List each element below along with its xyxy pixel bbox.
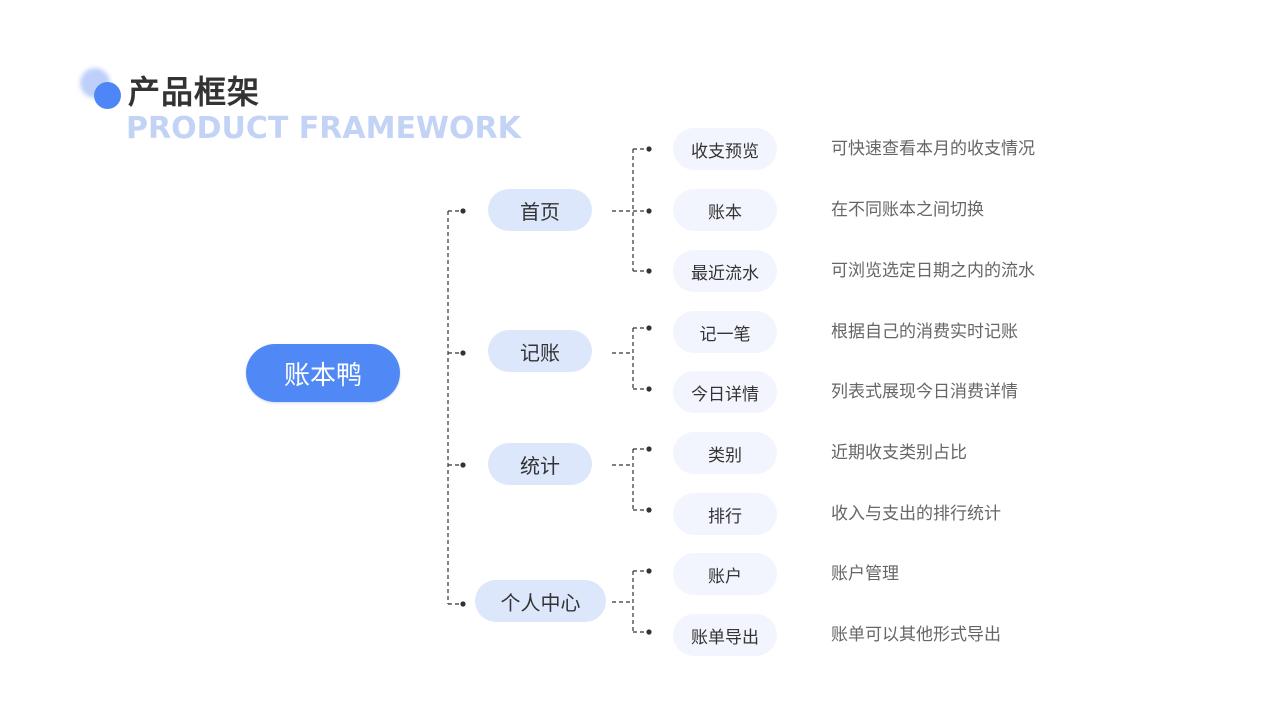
root-node: 账本鸭 — [246, 344, 400, 402]
leaf-node-ledger: 账本 — [673, 189, 777, 231]
connector-dot-branch-2 — [460, 462, 466, 468]
connector-dot-leaf-0-2 — [646, 268, 652, 274]
desc-ranking: 收入与支出的排行统计 — [831, 504, 1001, 524]
connector-dot-leaf-1-0 — [646, 325, 652, 331]
leaf-node-account: 账户 — [673, 553, 777, 595]
leaf-node-add-record: 记一笔 — [673, 311, 777, 353]
desc-overview: 可快速查看本月的收支情况 — [831, 139, 1035, 159]
connector-dot-leaf-2-1 — [646, 507, 652, 513]
branch-node-profile: 个人中心 — [475, 580, 606, 622]
leaf-node-bill-export: 账单导出 — [673, 614, 777, 656]
leaf-node-today-detail: 今日详情 — [673, 371, 777, 413]
branch-node-statistics: 统计 — [488, 443, 592, 485]
leaf-node-recent-flow: 最近流水 — [673, 250, 777, 292]
connector-dot-leaf-1-1 — [646, 386, 652, 392]
connector-dot-leaf-3-1 — [646, 629, 652, 635]
connector-dot-leaf-2-0 — [646, 446, 652, 452]
desc-recent-flow: 可浏览选定日期之内的流水 — [831, 261, 1035, 281]
connector-dot-leaf-0-1 — [646, 208, 652, 214]
desc-bill-export: 账单可以其他形式导出 — [831, 625, 1001, 645]
desc-account: 账户管理 — [831, 564, 899, 584]
leaf-node-category: 类别 — [673, 432, 777, 474]
branch-node-bookkeeping: 记账 — [488, 330, 592, 372]
connector-dot-branch-1 — [460, 350, 466, 356]
page-title: 产品框架 — [128, 73, 261, 111]
connector-dot-branch-0 — [460, 208, 466, 214]
page-subtitle: PRODUCT FRAMEWORK — [126, 111, 521, 146]
logo-icon — [80, 68, 126, 114]
desc-today-detail: 列表式展现今日消费详情 — [831, 382, 1018, 402]
logo-blob-front — [94, 82, 121, 109]
connector-dot-branch-3 — [460, 601, 466, 607]
desc-add-record: 根据自己的消费实时记账 — [831, 322, 1018, 342]
connector-dot-leaf-0-0 — [646, 146, 652, 152]
leaf-node-ranking: 排行 — [673, 493, 777, 535]
leaf-node-overview: 收支预览 — [673, 128, 777, 170]
desc-ledger: 在不同账本之间切换 — [831, 200, 984, 220]
branch-node-home: 首页 — [488, 189, 592, 231]
desc-category: 近期收支类别占比 — [831, 443, 967, 463]
connector-dot-leaf-3-0 — [646, 568, 652, 574]
